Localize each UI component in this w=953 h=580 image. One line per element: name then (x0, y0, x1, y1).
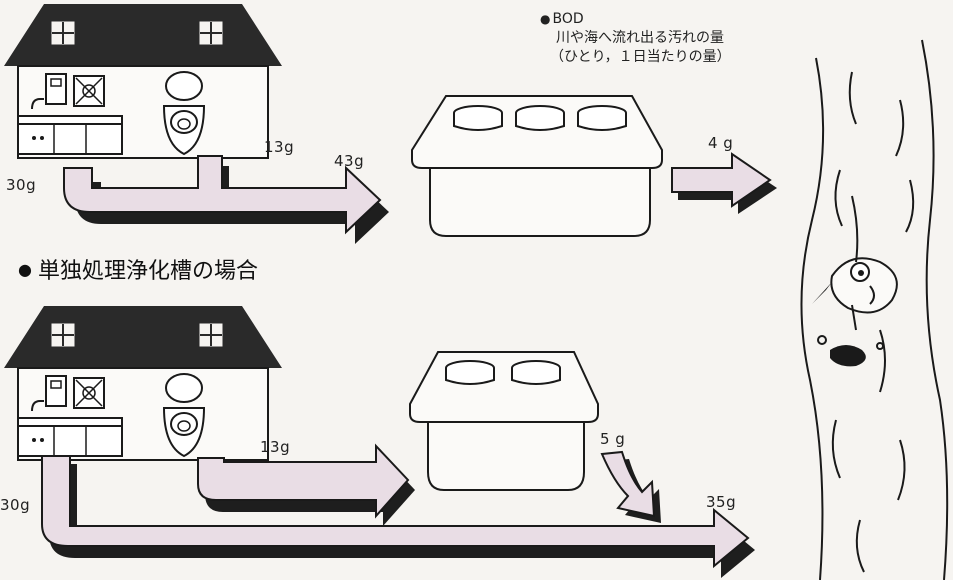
bullet-icon: ● (540, 12, 551, 26)
toilet-amount-label: 13g (264, 138, 295, 156)
bod-legend: ●BOD 川や海へ流れ出る汚れの量 （ひとり，１日当たりの量） (540, 10, 795, 67)
section-title-text: 単独処理浄化槽の場合 (37, 259, 258, 284)
house-icon (3, 3, 283, 159)
legend-title: BOD (552, 11, 584, 27)
house-icon (3, 305, 283, 461)
legend-title-row: ●BOD (540, 10, 795, 29)
legend-line-2: （ひとり，１日当たりの量） (550, 49, 731, 65)
legend-line-1: 川や海へ流れ出る汚れの量 (556, 30, 724, 46)
septic-tank (411, 95, 663, 237)
kitchen-amount-label: 30g (0, 496, 31, 514)
river-amount-label: 35g (706, 493, 737, 511)
septic-tank (409, 351, 599, 491)
fish-icon (812, 195, 898, 367)
combined-amount-label: 43g (334, 152, 365, 170)
bullet-icon: ● (18, 260, 32, 279)
tank-outflow-label: 4 g (708, 134, 734, 152)
river (800, 39, 949, 580)
toilet-amount-label: 13g (260, 438, 291, 456)
kitchen-amount-label: 30g (6, 176, 37, 194)
section-title: ● 単独処理浄化槽の場合 (18, 253, 258, 285)
kitchen-pipe (49, 464, 755, 578)
tank-outflow-label: 5 g (600, 430, 626, 448)
